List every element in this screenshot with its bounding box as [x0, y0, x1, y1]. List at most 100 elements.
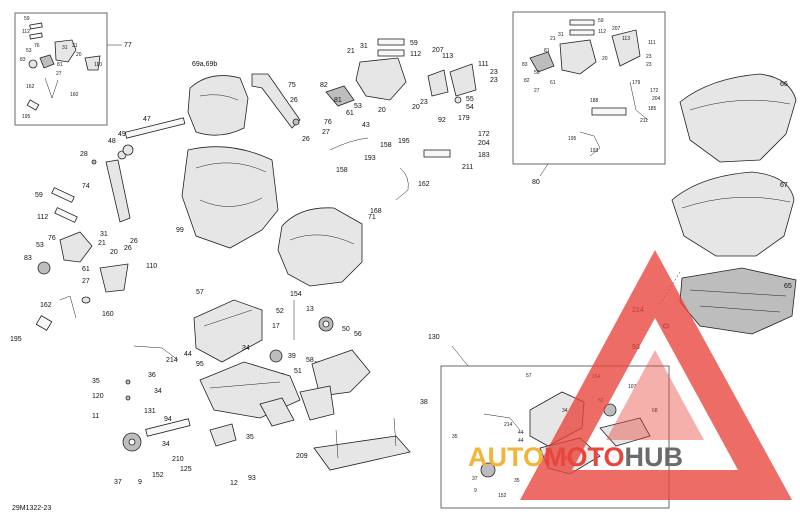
callout-65: 65 — [784, 283, 792, 290]
callout-66: 66 — [780, 81, 788, 88]
callout-76b: 76 — [48, 235, 56, 242]
handle-assembly — [355, 57, 407, 101]
inset-tr-label: 172 — [650, 88, 659, 94]
inset-tr-label: 211 — [640, 118, 648, 124]
inset-tr-label: 204 — [652, 96, 661, 102]
callout-110a: 110 — [94, 62, 102, 68]
inset-knob — [480, 462, 496, 478]
callout-113: 113 — [442, 53, 453, 60]
callout-13: 13 — [306, 306, 314, 313]
inset-tr-label: 81 — [544, 48, 550, 54]
inset-tr-label: 185 — [648, 106, 657, 112]
callout-154: 154 — [290, 291, 302, 298]
callout-160a: 160 — [70, 92, 79, 98]
inset-br-label: 35 — [514, 478, 520, 484]
callout-27c: 27 — [322, 129, 330, 136]
callout-67: 67 — [780, 182, 788, 189]
callout-183: 183 — [478, 152, 490, 159]
inset-tr-label: 21 — [550, 36, 556, 42]
callout-35b: 35 — [246, 434, 254, 441]
callout-83b: 83 — [24, 255, 32, 262]
inset-tr-label: 59 — [598, 18, 604, 24]
callout-81c: 81 — [334, 97, 342, 104]
callout-27a: 27 — [56, 71, 62, 77]
grip-112 — [54, 207, 78, 223]
callout-120: 120 — [92, 393, 104, 400]
grip-112c — [377, 49, 405, 57]
bracket-210 — [209, 423, 237, 447]
callout-204: 204 — [478, 140, 490, 147]
bracket-111 — [449, 63, 477, 97]
grip-part — [29, 32, 43, 40]
watermark-text-auto: AUTO — [468, 442, 544, 472]
callout-61b: 61 — [82, 266, 90, 273]
grip-inset — [569, 19, 595, 26]
callout-43: 43 — [362, 122, 370, 129]
callout-179: 179 — [458, 115, 470, 122]
callout-51: 51 — [294, 368, 302, 375]
callout-26d: 26 — [130, 238, 138, 245]
seat-67 — [671, 171, 795, 257]
callout-26b: 26 — [290, 97, 298, 104]
bolt-part — [292, 118, 300, 126]
callout-31a: 31 — [62, 45, 68, 51]
callout-82: 82 — [320, 82, 328, 89]
bracket-209 — [259, 397, 295, 427]
bracket-inset — [611, 29, 641, 67]
callout-47: 47 — [143, 116, 151, 123]
callout-76c: 76 — [324, 119, 332, 126]
inset-tr-label: 193 — [590, 148, 599, 154]
callout-34b: 34 — [154, 388, 162, 395]
callout-130: 130 — [428, 334, 440, 341]
callout-112c: 112 — [410, 51, 421, 58]
seat-cushion-71 — [277, 207, 363, 287]
clamp-inset — [529, 51, 555, 73]
callout-57: 57 — [196, 289, 204, 296]
left-grip-parts: 59 112 76 31 53 21 26 20 26 83 61 27 110… — [10, 187, 157, 343]
backrest-parts: 69a,69b 47 75 26 26 48 49 28 74 99 — [80, 61, 310, 249]
callout-55: 55 — [466, 96, 474, 103]
knob-part — [28, 59, 38, 69]
callout-20d: 20 — [412, 104, 420, 111]
inset-tr-label: 20 — [602, 56, 608, 62]
seat-66 — [679, 73, 797, 163]
inset-tr-label: 23 — [646, 62, 652, 68]
callout-26c: 26 — [302, 136, 310, 143]
watermark-triangle-inner-icon — [606, 350, 704, 440]
callout-52: 52 — [276, 308, 284, 315]
callout-17: 17 — [272, 323, 280, 330]
callout-75: 75 — [288, 82, 296, 89]
callout-92: 92 — [438, 117, 446, 124]
cover-207 — [427, 69, 449, 97]
inset-tr-label: 83 — [522, 62, 528, 68]
knob-inner — [128, 438, 136, 446]
watermark-triangle-icon — [520, 250, 792, 500]
inset-br-label: 152 — [498, 493, 507, 499]
callout-81a: 81 — [57, 62, 63, 68]
callout-36: 36 — [148, 372, 156, 379]
inset-tr-label: 27 — [534, 88, 540, 94]
callout-93: 93 — [248, 475, 256, 482]
callout-110b: 110 — [146, 263, 157, 270]
hinge-plate — [299, 385, 335, 421]
callout-23a: 23 — [420, 99, 428, 106]
callout-195b: 195 — [10, 336, 22, 343]
inset-tr-label: 207 — [612, 26, 621, 32]
backrest-cover — [187, 75, 249, 136]
inset-tr-label: 195 — [568, 136, 577, 142]
inset-tr-label: 61 — [550, 80, 556, 86]
callout-26e: 26 — [124, 245, 132, 252]
washer-part — [122, 144, 134, 156]
clip-160 — [81, 296, 91, 304]
callout-35: 35 — [92, 378, 100, 385]
rod-131 — [145, 418, 191, 437]
callout-21a: 21 — [72, 43, 78, 49]
inset-tr-label: 53 — [534, 70, 540, 76]
inset-br-label: 107 — [628, 384, 637, 390]
inset-br-label: 9 — [474, 488, 477, 494]
clamp-part — [39, 54, 55, 69]
callout-21b: 21 — [98, 240, 106, 247]
callout-195a: 195 — [22, 114, 31, 120]
watermark-text: AUTOMOTOHUB — [468, 442, 683, 472]
